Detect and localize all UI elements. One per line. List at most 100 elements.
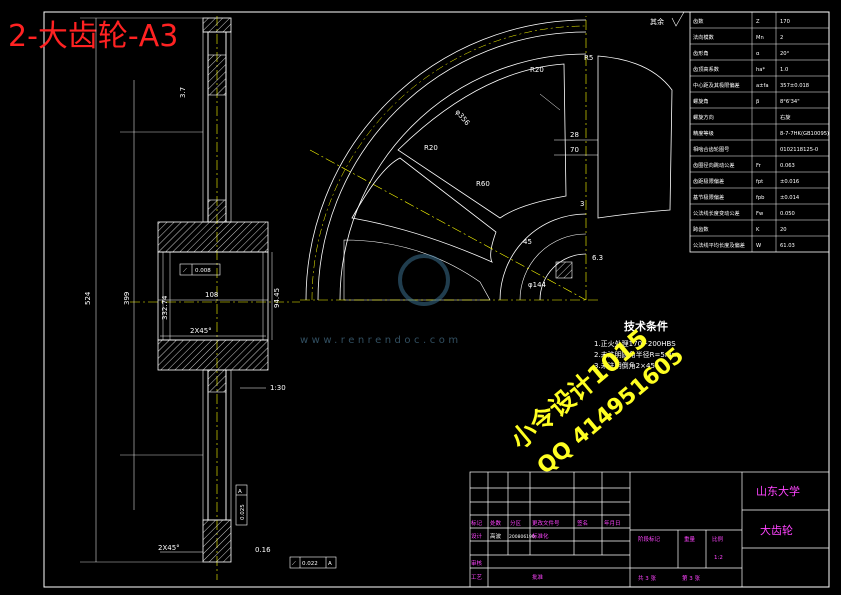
tech-item-3: 3.未注明倒角2×45° — [594, 361, 658, 370]
tol-frame-bottom: ⟋ 0.022 A — [289, 556, 337, 569]
web-bottom-left-face — [202, 369, 209, 521]
label-phi144: φ144 — [528, 281, 547, 289]
leader-phi356 — [539, 93, 561, 111]
param-name: 相啮合齿轮图号 — [693, 145, 729, 153]
hub-chamfer-circle — [519, 233, 587, 301]
label-45: 45 — [523, 238, 532, 246]
watermark: www.renrendoc.com — [300, 254, 462, 346]
param-name: 齿距极限偏差 — [693, 177, 724, 185]
bore-circle — [539, 253, 587, 301]
standard-label: 标准化 — [532, 532, 549, 540]
param-value: 2 — [780, 35, 783, 41]
web-bottom-right-face — [225, 369, 232, 521]
param-name: 精度等级 — [693, 129, 714, 137]
tol-value-side: 0.025 — [240, 504, 246, 520]
scale-label: 比例 — [712, 535, 724, 543]
param-name: 齿圈径向跳动公差 — [693, 161, 735, 169]
param-value: 0.050 — [780, 211, 795, 217]
param-symbol: Z — [756, 19, 760, 25]
drawing-title: 2-大齿轮-A3 — [8, 19, 178, 54]
tech-item-1: 1.正火处理170~200HBS — [594, 339, 676, 348]
param-symbol: Fr — [756, 163, 762, 169]
tol-symbol-top: ⟋ — [183, 267, 187, 274]
dim-524: 524 — [84, 291, 92, 305]
web-top-right-face — [225, 31, 232, 223]
keyway — [555, 261, 573, 279]
param-value: 61.03 — [780, 243, 795, 249]
param-value: 20 — [780, 227, 787, 233]
title-block — [469, 471, 830, 588]
param-name: 螺旋角 — [693, 97, 709, 105]
label-28: 28 — [570, 131, 579, 139]
param-table-frame — [689, 11, 830, 253]
param-name: 公法线长度变动公差 — [693, 209, 740, 217]
param-name: 跨齿数 — [693, 225, 709, 233]
label-phi-top: φ356 — [453, 108, 471, 127]
sheets-total: 共 3 张 — [638, 574, 656, 582]
front-section-view: 524 399 332.74 108 2X45° 94.45 3.7 1:30 … — [80, 16, 337, 580]
rim-inner-circle — [339, 53, 587, 301]
cutout-window-lower — [351, 157, 497, 263]
watermark-logo-icon — [398, 254, 450, 306]
tech-item-2: 2.未注明圆角半径R=5mm — [594, 350, 679, 359]
dim-332: 332.74 — [161, 295, 169, 320]
hdr-zone: 分区 — [510, 519, 522, 527]
param-name: 齿顶高系数 — [693, 65, 720, 73]
approve-label: 批准 — [532, 573, 544, 581]
design-date: 200806190 — [509, 534, 535, 540]
pitch-circle — [311, 25, 587, 301]
param-value: 8°6'34" — [780, 99, 800, 105]
tip-circle — [305, 19, 587, 301]
part-name: 大齿轮 — [760, 523, 793, 537]
param-value: 8-7-7HK(GB10095) — [780, 131, 829, 137]
param-value: 右旋 — [780, 113, 791, 121]
hdr-date: 年月日 — [604, 519, 621, 527]
param-value: 20° — [780, 51, 790, 57]
hub-bottom-section — [157, 339, 269, 371]
gear-quarter-view: R20 R5 φ356 R20 R60 28 70 3 45 φ144 6.3 … — [300, 11, 685, 301]
hdr-sign: 签名 — [577, 519, 588, 527]
tol-value-bottom: 0.022 — [302, 561, 318, 567]
root-circle — [317, 31, 587, 301]
drawing-border — [43, 11, 830, 588]
hdr-mark: 标记 — [471, 519, 483, 527]
tech-heading: 技术条件 — [624, 319, 668, 333]
spoke-centerline-diagonal — [309, 149, 587, 301]
cutout-window-bottom — [343, 239, 491, 301]
web-hub-joint-top — [207, 199, 227, 223]
weight-label: 重量 — [684, 535, 696, 543]
param-value: 0102118125-0 — [780, 147, 818, 153]
tol-symbol-bottom: ⟋ — [292, 560, 296, 567]
param-symbol: K — [756, 227, 760, 233]
tol-value-top: 0.008 — [195, 268, 211, 274]
param-name: 公法线平均长度及偏差 — [693, 241, 745, 249]
scale-value: 1:2 — [714, 555, 723, 561]
param-symbol: α — [756, 51, 760, 57]
web-top-hatch — [207, 54, 227, 96]
param-symbol: Mn — [756, 35, 764, 41]
param-name: 基节极限偏差 — [693, 193, 724, 201]
process-label: 工艺 — [471, 574, 483, 581]
watermark-url: www.renrendoc.com — [300, 335, 462, 346]
roughness-note: 其余 — [650, 17, 664, 26]
param-value: 1.0 — [780, 67, 788, 73]
label-r20-mid: R20 — [424, 144, 438, 152]
param-symbol: fpb — [756, 195, 765, 201]
dim-9445: 94.45 — [273, 288, 281, 308]
param-symbol: W — [756, 243, 761, 249]
web-hub-joint-bottom — [207, 369, 227, 393]
dim-slope: 1:30 — [270, 384, 286, 392]
dim-r016: 0.16 — [255, 546, 271, 554]
param-name: 螺旋方向 — [693, 113, 714, 121]
param-symbol: Fw — [756, 211, 764, 217]
tol-frame-side: 0.025 A — [235, 484, 248, 526]
cutout-window-upper — [397, 63, 567, 219]
param-name: 中心距及其极限偏差 — [693, 81, 740, 89]
rim-bottom-section — [202, 519, 232, 563]
dim-37: 3.7 — [179, 87, 187, 98]
stage-mark-label: 阶段标记 — [638, 535, 661, 543]
label-r60: R60 — [476, 180, 490, 188]
label-3: 3 — [580, 200, 584, 208]
tech-requirements: 技术条件 1.正火处理170~200HBS 2.未注明圆角半径R=5mm 3.未… — [594, 319, 679, 370]
